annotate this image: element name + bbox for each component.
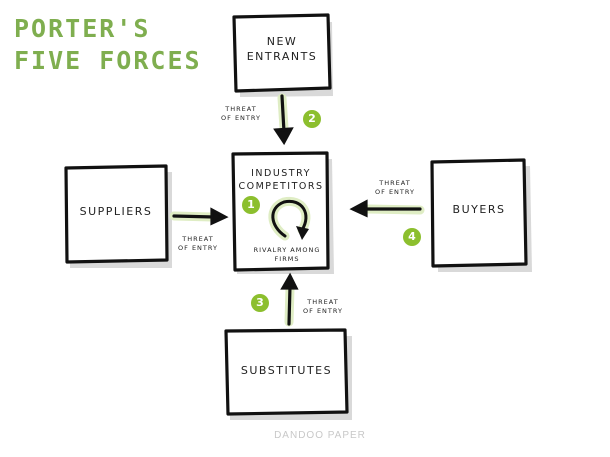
arrows xyxy=(172,94,422,326)
top-arrow-label-line-1: THREAT xyxy=(225,105,257,113)
bottom-arrow-label-line-2: OF ENTRY xyxy=(303,307,343,315)
substitutes-label: SUBSTITUTES xyxy=(240,364,333,377)
top-arrow-shaft xyxy=(280,94,286,134)
new-entrants-line-1: NEW xyxy=(266,35,298,48)
suppliers-label: SUPPLIERS xyxy=(79,205,153,218)
badge-2: 2 xyxy=(303,110,321,128)
top-arrow-head xyxy=(273,127,294,146)
title-line-1: PORTER'S xyxy=(14,14,151,43)
industry-line-1: INDUSTRY xyxy=(251,168,311,179)
title-line-2: FIVE FORCES xyxy=(14,46,202,75)
new-entrants-line-2: ENTRANTS xyxy=(246,50,318,63)
substitutes-box xyxy=(224,328,349,416)
right-arrow-label-line-2: OF ENTRY xyxy=(375,188,415,196)
rivalry-line-2: FIRMS xyxy=(274,255,300,263)
left-arrow-label-line-1: THREAT xyxy=(182,235,214,243)
left-arrow-head xyxy=(210,207,229,226)
left-arrow-label: THREAT OF ENTRY xyxy=(174,235,222,253)
new-entrants-label: NEW ENTRANTS xyxy=(234,34,330,64)
suppliers-box xyxy=(64,164,169,264)
left-arrow-shaft xyxy=(172,214,216,219)
top-arrow-label: THREAT OF ENTRY xyxy=(214,105,268,123)
left-arrow-label-line-2: OF ENTRY xyxy=(178,244,218,252)
boxes xyxy=(64,13,528,416)
rivalry-loop-stroke xyxy=(271,199,308,238)
badge-3: 3 xyxy=(251,294,269,312)
rivalry-label: RIVALRY AMONG FIRMS xyxy=(252,246,322,264)
watermark: DANDOO PAPER xyxy=(274,430,366,441)
bottom-arrow-label: THREAT OF ENTRY xyxy=(296,298,350,316)
bottom-arrow-label-line-1: THREAT xyxy=(307,298,339,306)
industry-box xyxy=(231,151,330,272)
buyers-label: BUYERS xyxy=(452,203,506,216)
rivalry-line-1: RIVALRY AMONG xyxy=(253,246,321,254)
badge-1: 1 xyxy=(242,196,260,214)
top-arrow-label-line-2: OF ENTRY xyxy=(221,114,261,122)
bottom-arrow-head xyxy=(280,272,299,290)
industry-line-2: COMPETITORS xyxy=(238,181,324,192)
buyers-box xyxy=(430,158,528,268)
new-entrants-box xyxy=(232,13,332,93)
badge-4: 4 xyxy=(403,228,421,246)
right-arrow-label-line-1: THREAT xyxy=(379,179,411,187)
industry-label: INDUSTRY COMPETITORS xyxy=(233,167,329,193)
right-arrow-head xyxy=(349,199,368,218)
rivalry-loop xyxy=(268,196,311,241)
rivalry-loop-head xyxy=(296,226,309,240)
right-arrow-label: THREAT OF ENTRY xyxy=(368,179,422,197)
bottom-arrow-shaft xyxy=(287,284,292,326)
